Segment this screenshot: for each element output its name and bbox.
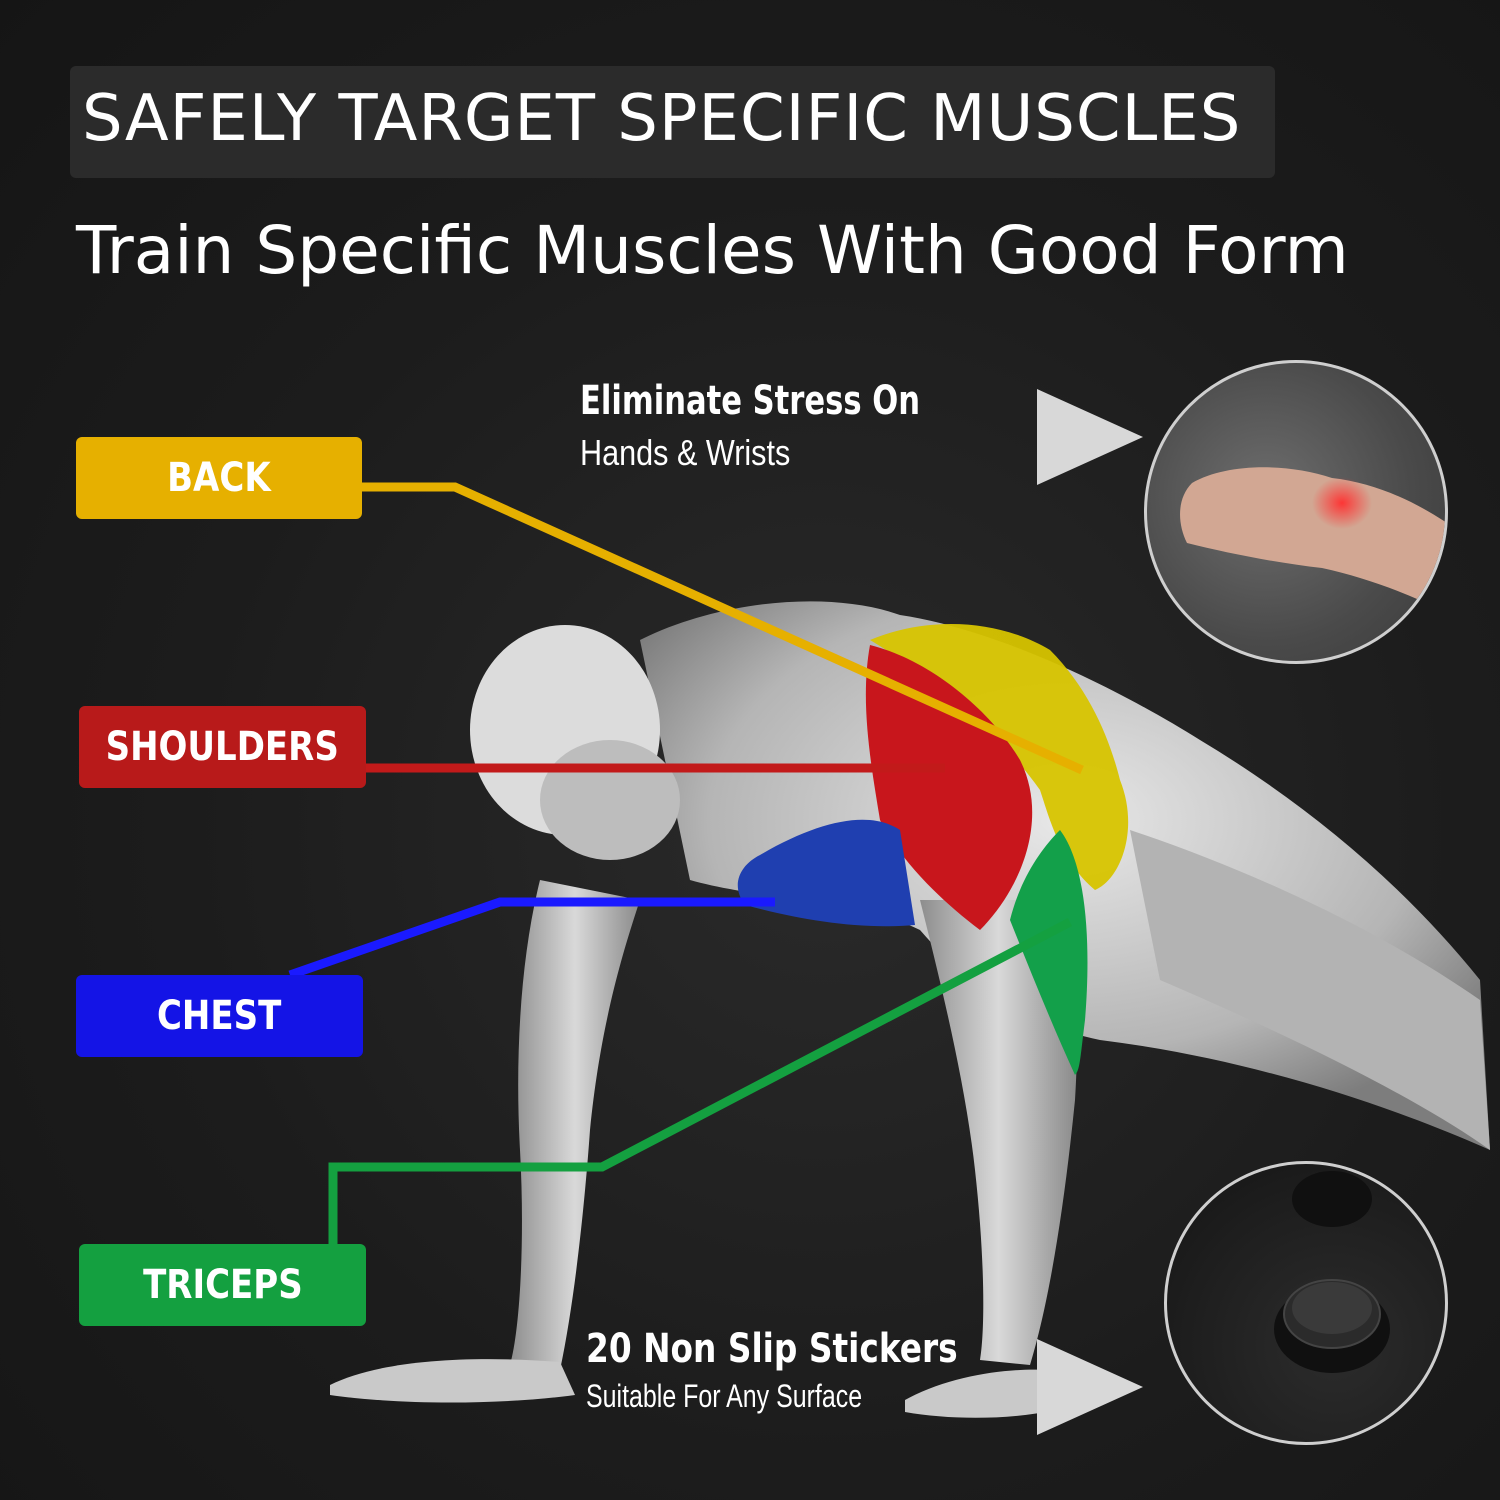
chest-label-text: CHEST (157, 993, 282, 1039)
leg-shape (1130, 830, 1490, 1150)
chest-connector-line (288, 897, 775, 980)
right-hand-shape (905, 1369, 1055, 1418)
non-slip-sticker-photo-icon (1164, 1161, 1448, 1445)
shoulders-label: SHOULDERS (79, 706, 366, 788)
callout-top-subtitle: Hands & Wrists (580, 432, 791, 473)
face-shape (540, 740, 680, 860)
arrow-right-icon (1037, 389, 1143, 485)
callout-bottom-subtitle: Suitable For Any Surface (586, 1378, 863, 1414)
triceps-label-text: TRICEPS (142, 1262, 303, 1308)
shoulders-label-text: SHOULDERS (105, 724, 340, 770)
callout-top-title: Eliminate Stress On (580, 378, 920, 424)
back-connector-line (362, 482, 1084, 775)
triceps-connector-line (328, 918, 1073, 1244)
wrist-pain-photo-icon (1144, 360, 1448, 664)
triceps-muscle-highlight (1010, 830, 1088, 1075)
triceps-label: TRICEPS (79, 1244, 366, 1326)
back-label-text: BACK (167, 455, 271, 501)
arrow-right-icon-2 (1037, 1339, 1143, 1435)
headline-box (70, 66, 1275, 178)
subheadline: Train Specific Muscles With Good Form (76, 212, 1349, 289)
chest-muscle-highlight (737, 819, 915, 927)
shoulder-muscle-highlight (865, 645, 1033, 930)
left-hand-shape (330, 1359, 575, 1403)
headline: SAFELY TARGET SPECIFIC MUSCLES (82, 82, 1242, 156)
left-arm-shape (510, 880, 640, 1370)
back-label: BACK (76, 437, 362, 519)
right-arm-shape (920, 900, 1077, 1365)
chest-label: CHEST (76, 975, 363, 1057)
back-muscle-highlight (870, 623, 1129, 890)
callout-bottom-title: 20 Non Slip Stickers (586, 1326, 958, 1372)
